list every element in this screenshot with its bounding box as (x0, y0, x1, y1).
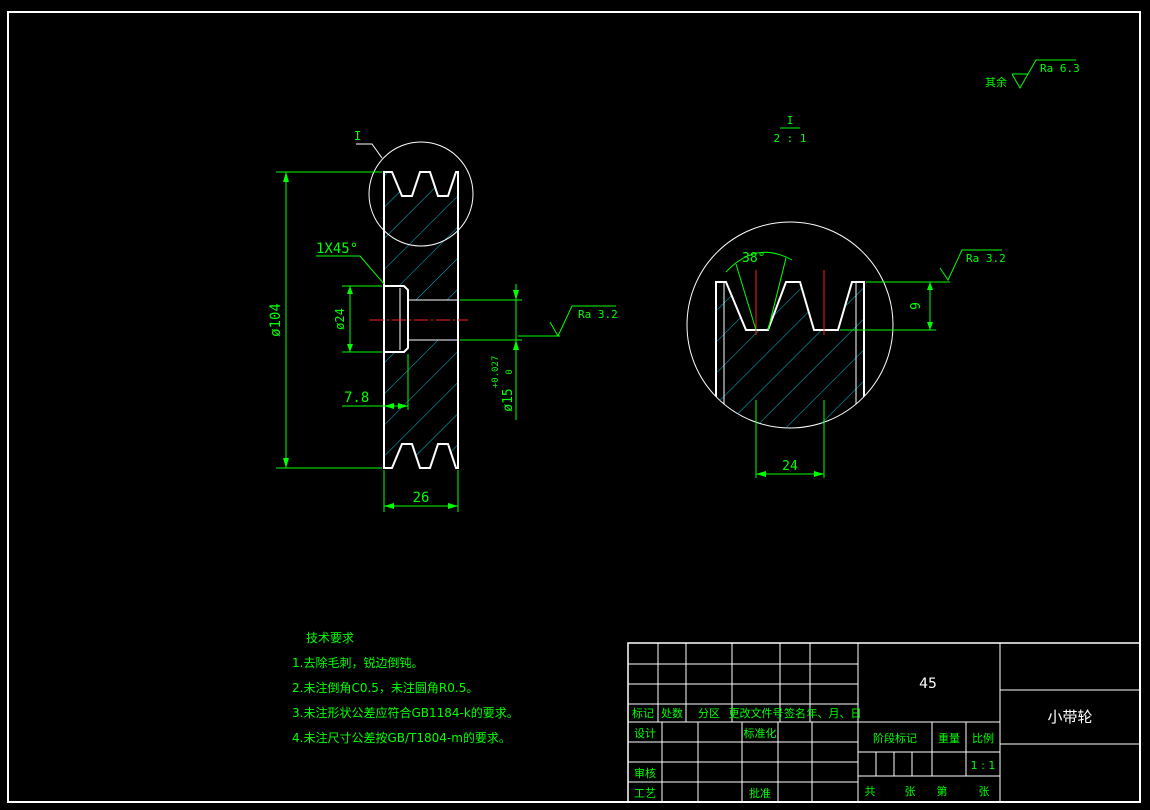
detail-circle (368, 141, 474, 247)
dim-groove-depth: 9 (909, 302, 924, 310)
detail-hatch (716, 282, 864, 428)
tb-design: 设计 (634, 727, 656, 740)
tb-approve: 批准 (749, 786, 771, 800)
hatch-lower (384, 340, 458, 468)
tb-material: 45 (919, 676, 937, 692)
tech-req-item: 3.未注形状公差应符合GB1184-k的要求。 (292, 705, 519, 720)
tb-rev-header: 处数 (661, 707, 683, 720)
tb-total: 共 (865, 785, 876, 798)
dim-bore-tol-upper: +0.027 (491, 356, 501, 389)
dim-bore-dia: ø15 (501, 388, 516, 411)
detail-view: I 2 : 1 38° 9 24 Ra 3 (686, 114, 1006, 478)
dim-groove-angle: 38° (742, 251, 765, 266)
dim-outer-dia: ø104 (268, 303, 284, 337)
dim-bore-tol-lower: 0 (505, 369, 515, 374)
dim-chamfer: 1X45° (316, 241, 358, 257)
tb-scale-value: 1 : 1 (971, 759, 996, 772)
technical-requirements: 技术要求 1.去除毛刺，锐边倒钝。 2.未注倒角C0.5，未注圆角R0.5。 3… (292, 631, 519, 745)
tb-scale: 比例 (972, 731, 994, 745)
tb-process: 工艺 (634, 787, 656, 800)
tb-rev-header: 标记 (632, 706, 654, 720)
roughness-groove: Ra 3.2 (966, 252, 1006, 265)
tb-rev-header: 签名 (784, 706, 806, 720)
dim-hub-dia: ø24 (333, 308, 347, 330)
tb-sheet-no: 第 (937, 784, 948, 798)
roughness-general: Ra 6.3 (1040, 62, 1080, 75)
pulley-outline (383, 171, 459, 469)
roughness-general-prefix: 其余 (985, 75, 1007, 89)
tb-part-name: 小带轮 (1047, 708, 1092, 726)
tb-weight: 重量 (938, 731, 960, 745)
tech-req-item: 1.去除毛刺，锐边倒钝。 (292, 655, 423, 670)
roughness-bore: Ra 3.2 (578, 308, 618, 321)
dim-hub-depth: 7.8 (344, 390, 369, 406)
detail-marker-label: I (354, 129, 361, 143)
tb-stage-mark: 阶段标记 (873, 731, 917, 745)
tb-rev-header: 分区 (698, 707, 720, 720)
hub-recess (384, 285, 409, 353)
detail-view-title-bottom: 2 : 1 (773, 132, 806, 145)
main-section-view: I ø104 ø24 1X45° 7.8 26 (268, 129, 618, 512)
tb-sheet: 张 (979, 785, 990, 798)
dim-groove-span: 24 (782, 459, 798, 474)
tb-rev-header: 更改文件号 (729, 706, 784, 720)
tech-req-item: 4.未注尺寸公差按GB/T1804-m的要求。 (292, 730, 511, 745)
detail-view-title-top: I (787, 114, 794, 127)
tb-rev-header: 年、月、日 (807, 706, 862, 720)
general-roughness: 其余 Ra 6.3 (985, 59, 1080, 90)
dim-width: 26 (413, 490, 430, 506)
tech-req-title: 技术要求 (306, 631, 354, 645)
drawing-frame (7, 11, 1141, 803)
tb-sheets: 张 (905, 785, 916, 798)
tb-standardize: 标准化 (744, 726, 777, 740)
tb-check: 审核 (634, 766, 656, 780)
title-block: 标记 处数 分区 更改文件号 签名 年、月、日 设计 标准化 审核 工艺 批准 … (627, 642, 1141, 803)
tech-req-item: 2.未注倒角C0.5，未注圆角R0.5。 (292, 680, 478, 695)
hatch-upper (384, 172, 458, 300)
